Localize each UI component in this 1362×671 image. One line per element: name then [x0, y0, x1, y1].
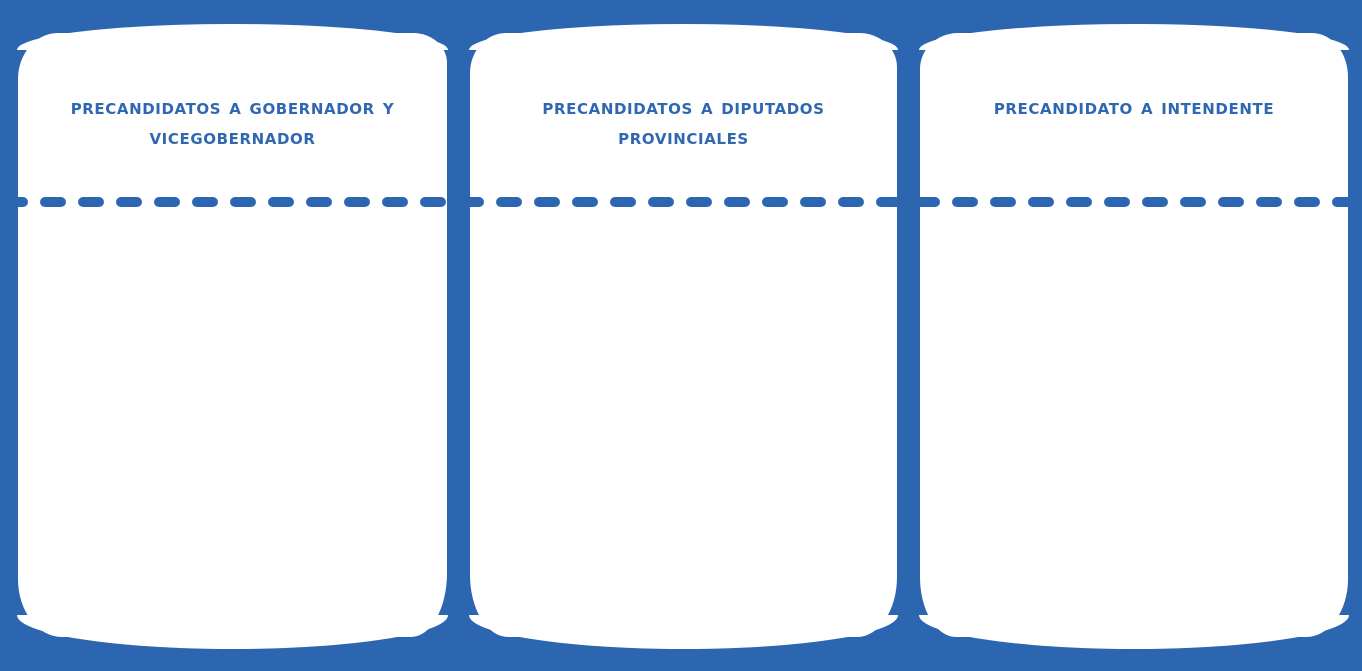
ballot-card-intendente[interactable]: PRECANDIDATO A INTENDENTE [919, 24, 1349, 649]
card-body-intendente[interactable] [920, 213, 1348, 637]
card-body-diputados[interactable] [470, 213, 897, 637]
ballot-card-diputados[interactable]: PRECANDIDATOS A DIPUTADOS PROVINCIALES [469, 24, 898, 649]
card-top-edge [469, 24, 898, 50]
card-body-gobernador[interactable] [18, 213, 447, 637]
card-top-edge [919, 24, 1349, 50]
card-title-diputados: PRECANDIDATOS A DIPUTADOS PROVINCIALES [542, 95, 825, 150]
card-title-intendente: PRECANDIDATO A INTENDENTE [993, 95, 1275, 120]
card-top-edge [17, 24, 448, 50]
ballot-card-gobernador[interactable]: PRECANDIDATOS A GOBERNADOR Y VICEGOBERNA… [17, 24, 448, 649]
card-title-gobernador: PRECANDIDATOS A GOBERNADOR Y VICEGOBERNA… [70, 95, 395, 150]
